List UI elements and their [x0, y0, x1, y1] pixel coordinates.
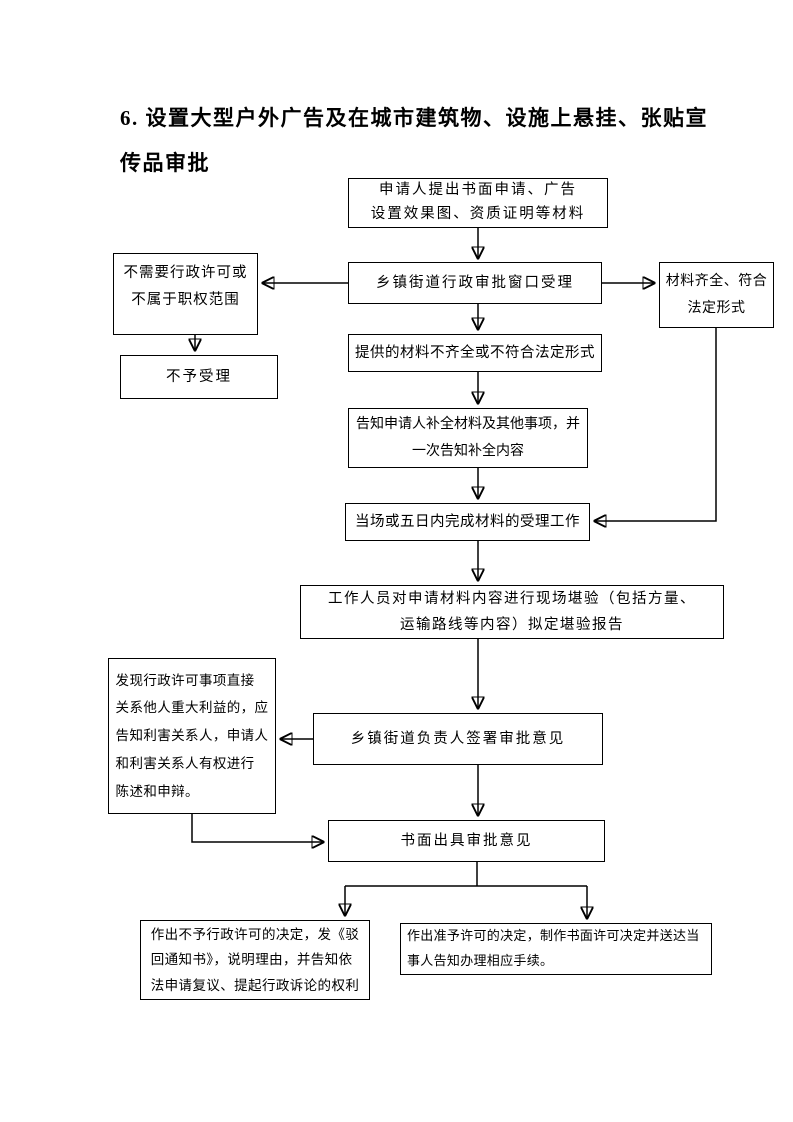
node-written-opinion: 书面出具审批意见	[328, 820, 605, 862]
node-materials-incomplete: 提供的材料不齐全或不符合法定形式	[348, 334, 602, 372]
node-approve-decision: 作出准予许可的决定，制作书面许可决定并送达当 事人告知办理相应手续。	[400, 923, 712, 975]
node-no-permit-needed: 不需要行政许可或 不属于职权范围	[113, 253, 258, 335]
node-not-accepted: 不予受理	[120, 355, 278, 399]
node-materials-complete: 材料齐全、符合 法定形式	[659, 262, 774, 328]
page-title: 6. 设置大型户外广告及在城市建筑物、设施上悬挂、张贴宣 传品审批	[120, 106, 708, 175]
node-complete-acceptance: 当场或五日内完成材料的受理工作	[345, 503, 590, 541]
node-leader-sign: 乡镇街道负责人签署审批意见	[313, 713, 603, 765]
node-window-accept: 乡镇街道行政审批窗口受理	[348, 262, 602, 304]
node-deny-decision: 作出不予行政许可的决定，发《驳 回通知书》，说明理由，并告知依 法申请复议、提起…	[140, 920, 370, 1000]
node-site-inspection: 工作人员对申请材料内容进行现场堪验（包括方量、 运输路线等内容）拟定堪验报告	[300, 585, 724, 639]
node-apply: 申请人提出书面申请、广告 设置效果图、资质证明等材料	[348, 178, 608, 228]
node-notify-supplement: 告知申请人补全材料及其他事项，并 一次告知补全内容	[348, 408, 588, 468]
edge-materials-complete-to-acceptance	[595, 328, 717, 521]
node-notify-stakeholders: 发现行政许可事项直接 关系他人重大利益的，应 告知利害关系人，申请人 和利害关系…	[108, 658, 276, 814]
edge-stakeholders-to-written-opinion	[191, 814, 323, 842]
